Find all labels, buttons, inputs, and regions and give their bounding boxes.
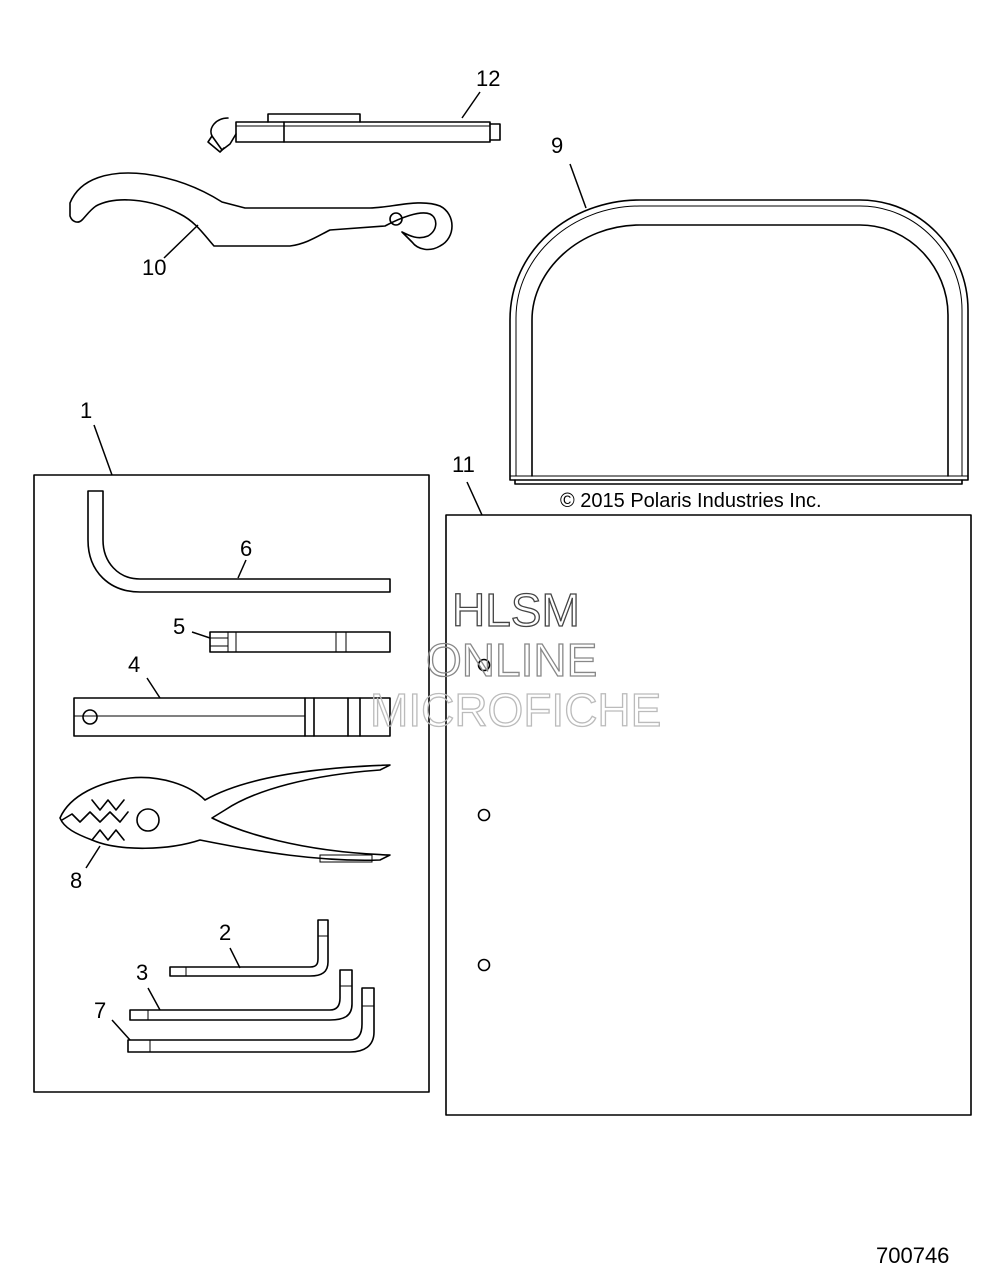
copyright-text: © 2015 Polaris Industries Inc.: [560, 490, 822, 512]
leader-10: [163, 224, 199, 259]
callout-5: 5: [173, 614, 185, 639]
leader-11: [466, 481, 483, 516]
part-2-torx-key: [169, 919, 329, 977]
part-6-hex-key: [87, 490, 391, 593]
callout-9: 9: [551, 133, 563, 158]
part-10-spanner-wrench: [69, 172, 453, 251]
part-4-plug-wrench: [73, 697, 391, 737]
callout-10: 10: [142, 255, 166, 280]
part-9-tool-bag: [509, 199, 969, 485]
callout-6: 6: [240, 536, 252, 561]
callout-4: 4: [128, 652, 140, 677]
part-12-tool: [207, 113, 501, 153]
part-3-torx-key: [129, 969, 353, 1021]
callout-7: 7: [94, 998, 106, 1023]
part-1-tool-kit-box: [33, 474, 430, 1093]
leader-1: [93, 424, 113, 476]
leader-9: [569, 163, 587, 209]
leader-6: [237, 559, 247, 579]
watermark-line-1: HLSM: [452, 584, 580, 636]
part-5-socket: [209, 631, 391, 653]
callout-12: 12: [476, 66, 500, 91]
leader-5: [191, 631, 211, 639]
leader-8: [85, 845, 101, 869]
part-7-torx-key: [127, 987, 375, 1053]
callout-8: 8: [70, 868, 82, 893]
callout-2: 2: [219, 920, 231, 945]
part-8-pliers: [59, 764, 391, 863]
leader-7: [111, 1019, 131, 1041]
callout-11: 11: [452, 452, 475, 477]
callout-3: 3: [136, 960, 148, 985]
leader-12: [461, 91, 481, 119]
diagram-number: 700746: [876, 1243, 949, 1268]
watermark-line-2: ONLINE: [426, 634, 597, 686]
watermark-line-3: MICROFICHE: [370, 684, 661, 736]
callout-1: 1: [80, 398, 92, 423]
leader-4: [146, 677, 161, 699]
leader-2: [229, 947, 241, 969]
leader-3: [147, 987, 161, 1011]
watermark: HLSM ONLINE MICROFICHE: [369, 583, 662, 736]
part-11-manual: [445, 514, 972, 1116]
